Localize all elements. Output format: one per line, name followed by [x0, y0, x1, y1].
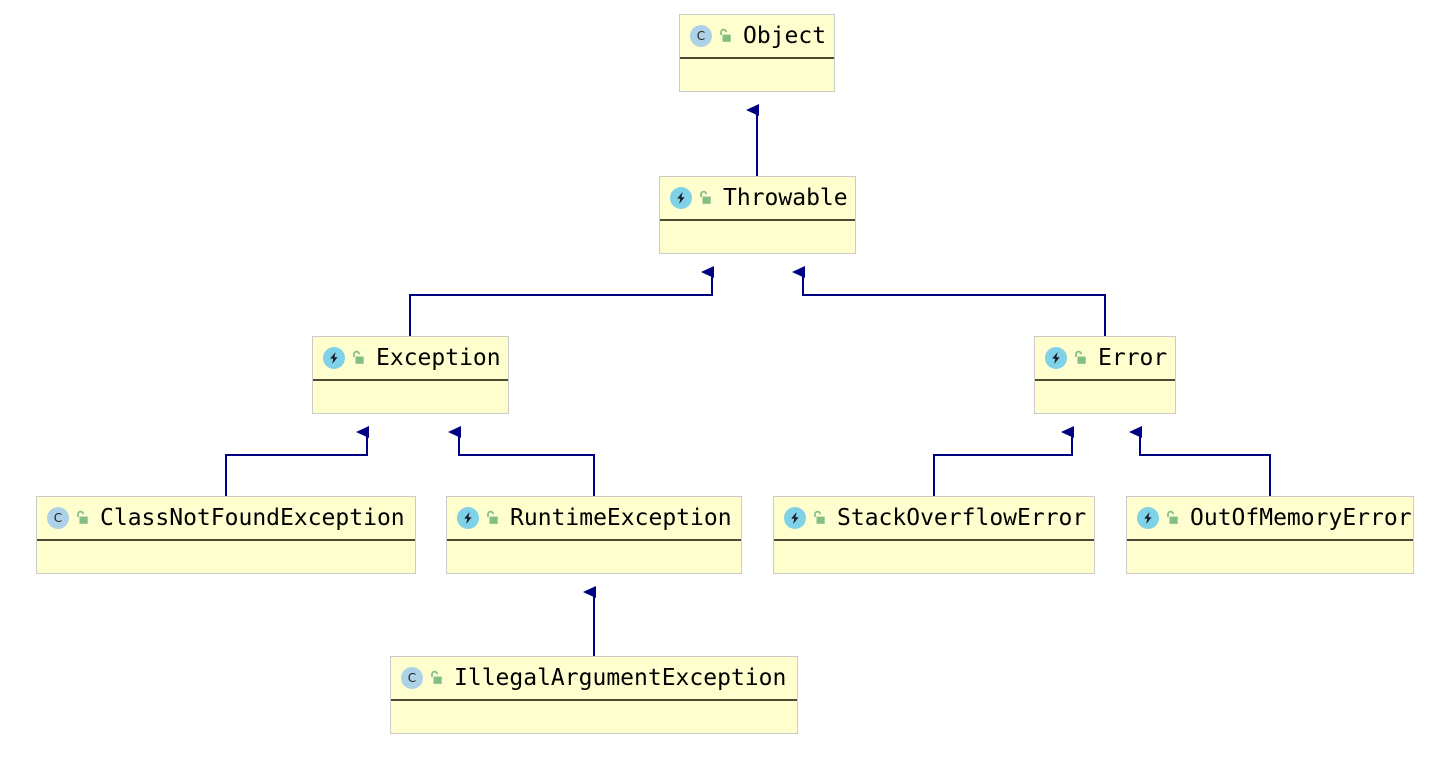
- class-header: StackOverflowError: [774, 497, 1094, 541]
- class-members-compartment: [313, 381, 508, 413]
- class-name: Exception: [376, 344, 501, 371]
- open-lock-icon: [1072, 350, 1088, 366]
- class-header: Exception: [313, 337, 508, 381]
- open-lock-icon: [428, 670, 444, 686]
- exception-icon: [323, 347, 345, 369]
- class-name: Error: [1098, 344, 1168, 371]
- class-name: StackOverflowError: [837, 504, 1087, 531]
- class-members-compartment: [774, 541, 1094, 573]
- class-node-stack-overflow-error[interactable]: StackOverflowError: [773, 496, 1095, 574]
- open-lock-icon: [74, 510, 90, 526]
- class-header: C Object: [680, 15, 834, 59]
- class-node-class-not-found-exception[interactable]: C ClassNotFoundException: [36, 496, 416, 574]
- exception-icon: [1045, 347, 1067, 369]
- class-members-compartment: [37, 541, 415, 573]
- class-name: RuntimeException: [510, 504, 732, 531]
- class-node-runtime-exception[interactable]: RuntimeException: [446, 496, 742, 574]
- class-name: ClassNotFoundException: [100, 504, 405, 531]
- class-members-compartment: [1035, 381, 1175, 413]
- class-name: Throwable: [723, 184, 848, 211]
- class-header: Throwable: [660, 177, 855, 221]
- class-icon: C: [401, 667, 423, 689]
- open-lock-icon: [484, 510, 500, 526]
- exception-icon: [457, 507, 479, 529]
- class-icon-letter: C: [407, 671, 417, 685]
- class-node-error[interactable]: Error: [1034, 336, 1176, 414]
- class-header: RuntimeException: [447, 497, 741, 541]
- edge-class-not-found-exception-to-exception: [225, 426, 369, 496]
- class-header: OutOfMemoryError: [1127, 497, 1413, 541]
- class-node-out-of-memory-error[interactable]: OutOfMemoryError: [1126, 496, 1414, 574]
- class-name: IllegalArgumentException: [454, 664, 787, 691]
- open-lock-icon: [1164, 510, 1180, 526]
- exception-icon: [784, 507, 806, 529]
- class-name: Object: [743, 22, 827, 49]
- class-members-compartment: [680, 59, 834, 91]
- open-lock-icon: [350, 350, 366, 366]
- class-members-compartment: [1127, 541, 1413, 573]
- class-node-throwable[interactable]: Throwable: [659, 176, 856, 254]
- class-node-object[interactable]: C Object: [679, 14, 835, 92]
- open-lock-icon: [811, 510, 827, 526]
- edge-error-to-throwable: [792, 266, 1106, 336]
- edge-exception-to-throwable: [409, 266, 714, 336]
- class-members-compartment: [447, 541, 741, 573]
- class-name: OutOfMemoryError: [1190, 504, 1412, 531]
- exception-icon: [670, 187, 692, 209]
- class-header: C IllegalArgumentException: [391, 657, 797, 701]
- exception-icon: [1137, 507, 1159, 529]
- class-icon-letter: C: [53, 511, 63, 525]
- open-lock-icon: [697, 190, 713, 206]
- edge-out-of-memory-error-to-error: [1129, 426, 1271, 496]
- class-node-exception[interactable]: Exception: [312, 336, 509, 414]
- class-members-compartment: [391, 701, 797, 733]
- class-header: Error: [1035, 337, 1175, 381]
- class-icon: C: [690, 25, 712, 47]
- class-icon-letter: C: [696, 29, 706, 43]
- class-icon: C: [47, 507, 69, 529]
- class-members-compartment: [660, 221, 855, 253]
- open-lock-icon: [717, 28, 733, 44]
- class-node-illegal-argument-exception[interactable]: C IllegalArgumentException: [390, 656, 798, 734]
- edge-runtime-exception-to-exception: [448, 426, 595, 496]
- class-header: C ClassNotFoundException: [37, 497, 415, 541]
- edge-stack-overflow-error-to-error: [933, 426, 1074, 496]
